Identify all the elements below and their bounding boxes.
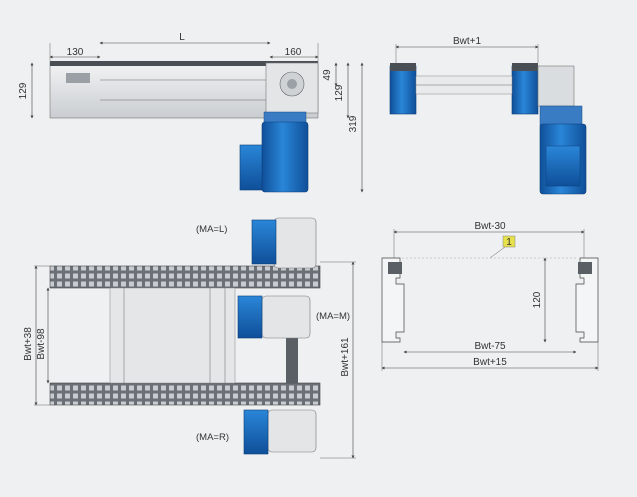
frame-interior xyxy=(109,287,236,384)
dim-motor-offset-49: 49 xyxy=(322,69,333,81)
side-view: Bwt+1 xyxy=(389,36,587,195)
drive-shaft xyxy=(286,338,298,383)
dim-length-L: L xyxy=(179,32,185,43)
mount-label-M: (MA=M) xyxy=(316,311,350,322)
dim-section-height: 120 xyxy=(532,291,543,308)
top-view: (MA=L) (MA=M) (MA=R) Bwt+38 Bwt-98 Bwt+1… xyxy=(23,217,356,459)
dim-height-left-129: 129 xyxy=(18,82,29,99)
dim-total-width: Bwt+161 xyxy=(340,337,351,377)
gear-housing xyxy=(537,65,575,107)
terminal-box xyxy=(239,144,263,191)
section-view: Bwt-30 1 120 Bwt-75 Bwt+15 xyxy=(381,221,599,371)
mount-label-L: (MA=L) xyxy=(196,224,227,235)
belt-top xyxy=(50,61,318,66)
motor-L xyxy=(251,219,277,265)
motor-R xyxy=(243,409,269,455)
front-view: 130 L 160 129 49 129 319 xyxy=(18,32,364,193)
dim-inner: Bwt-98 xyxy=(36,328,47,360)
mount-label-R: (MA=R) xyxy=(196,432,229,443)
dim-section-mid: Bwt-75 xyxy=(474,341,506,352)
dim-side-width: Bwt+1 xyxy=(453,36,482,47)
chain-track-bottom xyxy=(49,382,321,406)
chain-track-top xyxy=(49,265,321,289)
dim-section-top: Bwt-30 xyxy=(474,221,506,232)
dim-left-130: 130 xyxy=(67,47,84,58)
side-plate-left xyxy=(389,65,417,115)
idler-end-cap xyxy=(66,73,90,83)
motor-body xyxy=(261,121,309,193)
profile-left xyxy=(381,257,405,343)
callout-number: 1 xyxy=(506,237,512,248)
motor-M xyxy=(237,295,263,339)
profile-right xyxy=(575,257,599,343)
dim-outer: Bwt+38 xyxy=(23,327,34,361)
side-plate-right xyxy=(511,65,539,115)
dim-height-right-129: 129 xyxy=(334,84,345,101)
dim-total-height-319: 319 xyxy=(348,115,359,132)
dim-right-160: 160 xyxy=(285,47,302,58)
dim-section-bottom: Bwt+15 xyxy=(473,357,507,368)
callout-badge xyxy=(502,235,516,248)
